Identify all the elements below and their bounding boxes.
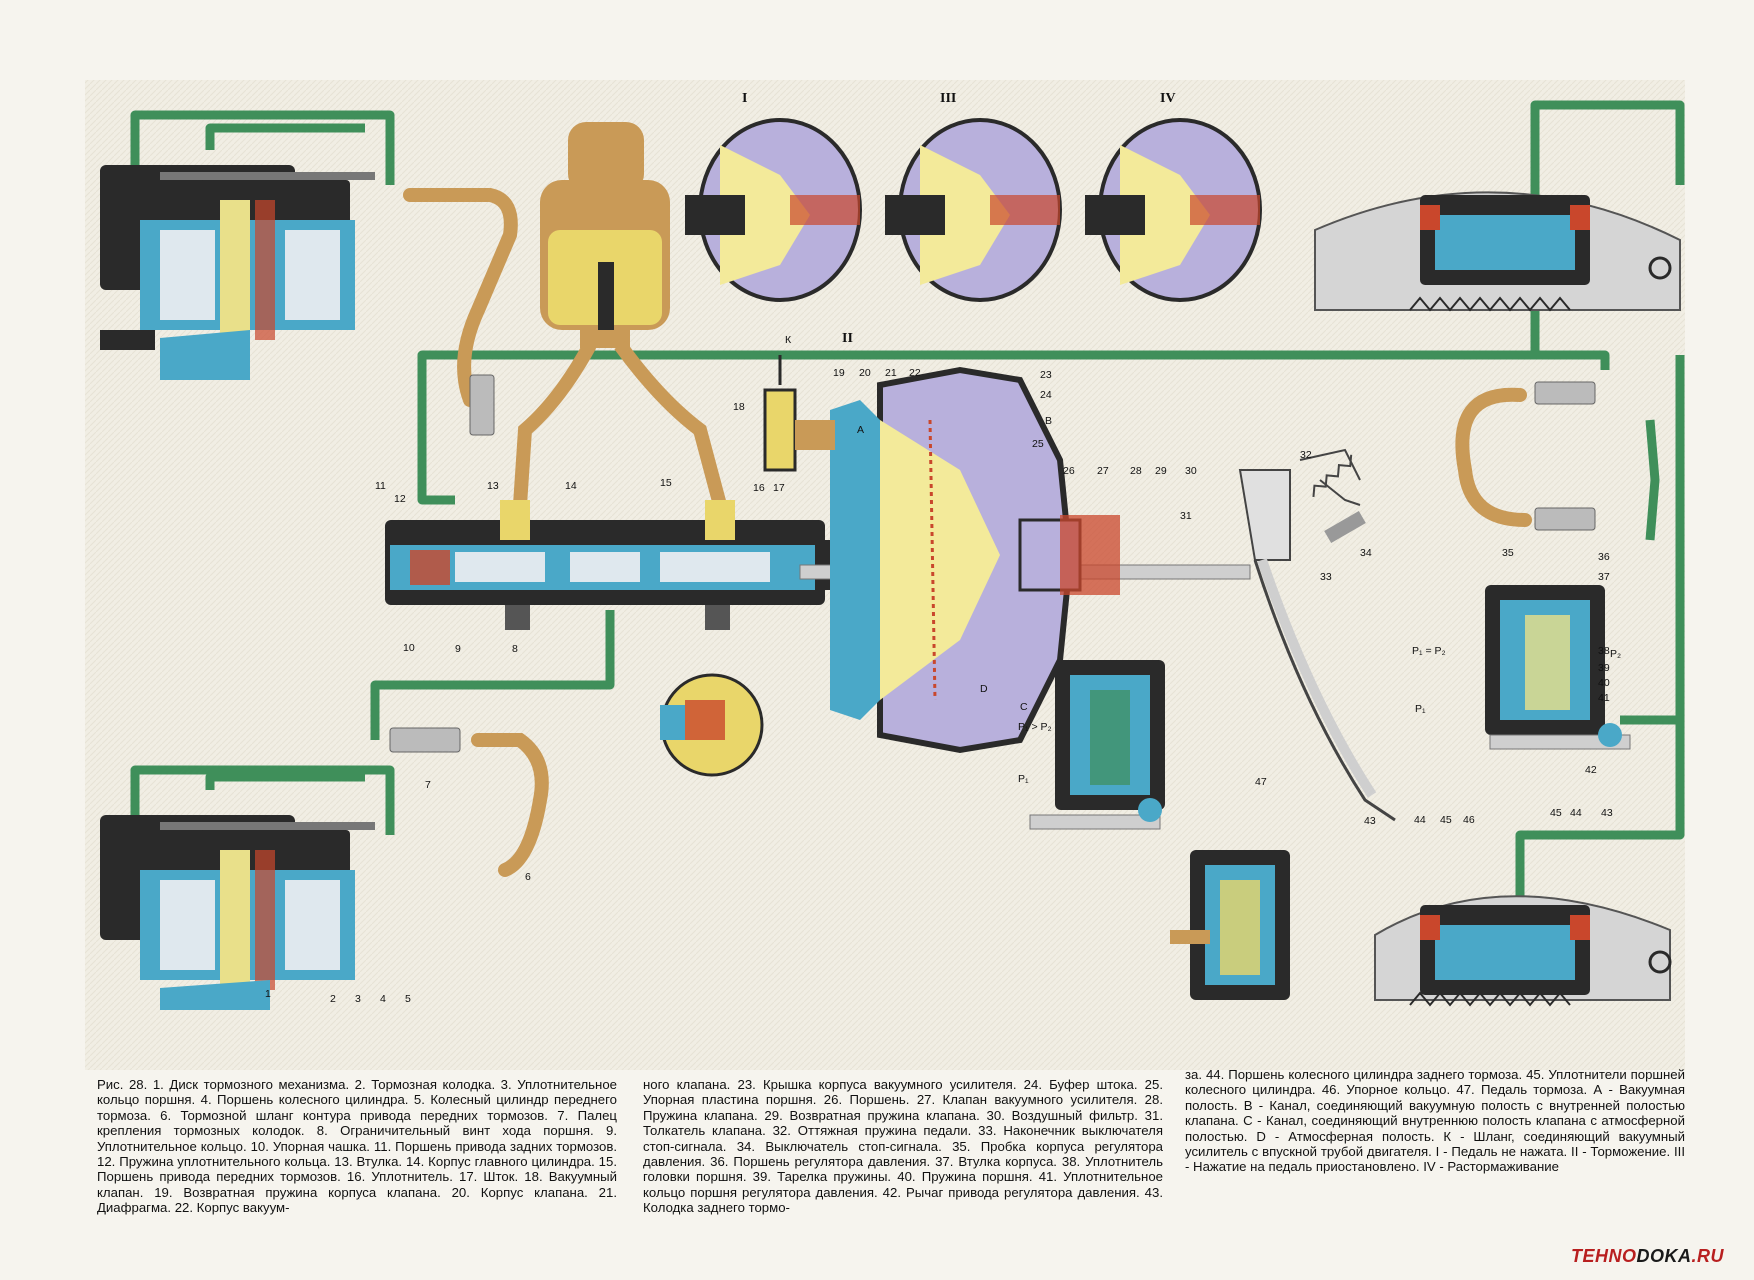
brake-pedal — [1238, 448, 1396, 822]
brake-pipes — [130, 100, 1685, 955]
rear-wheel-cylinder-top — [1314, 191, 1681, 312]
caption-column-3: за. 44. Поршень колесного цилиндра задне… — [1185, 1067, 1685, 1175]
callout-32: 32 — [1300, 449, 1312, 461]
letter-A: A — [857, 424, 864, 436]
callout-35: 35 — [1502, 547, 1514, 559]
callout-21: 21 — [885, 367, 897, 379]
callout-23: 23 — [1040, 369, 1052, 381]
letter-B: B — [1045, 415, 1052, 427]
callout-39: 39 — [1598, 662, 1610, 674]
callout-45-right: 45 — [1550, 807, 1562, 819]
roman-label-I: I — [742, 91, 747, 106]
rear-wheel-cylinder-bottom — [1374, 895, 1672, 1007]
brake-hoses — [403, 188, 1532, 877]
callout-37: 37 — [1598, 571, 1610, 583]
callout-11: 11 — [375, 480, 386, 492]
callout-16: 16 — [753, 482, 765, 494]
watermark-part-3: .RU — [1691, 1246, 1724, 1266]
letter-K: К — [785, 334, 792, 346]
caption-column-2: ного клапана. 23. Крышка корпуса вакуумн… — [643, 1077, 1163, 1216]
callout-44-left: 44 — [1414, 814, 1426, 826]
roman-label-IV: IV — [1160, 91, 1176, 106]
callout-42: 42 — [1585, 764, 1597, 776]
callout-19: 19 — [833, 367, 845, 379]
callout-4: 4 — [380, 993, 386, 1005]
callout-6: 6 — [525, 871, 531, 883]
callout-34: 34 — [1360, 547, 1372, 559]
letter-D: D — [980, 683, 988, 695]
callout-28: 28 — [1130, 465, 1142, 477]
letter-labels: A B C D К — [785, 334, 1052, 713]
callout-20: 20 — [859, 367, 871, 379]
pressure-regulator — [1485, 585, 1631, 750]
booster-mode-insets — [685, 118, 1262, 302]
callout-5: 5 — [405, 993, 411, 1005]
callout-24: 24 — [1040, 389, 1052, 401]
pressure-p1-inset: P₁ — [1018, 773, 1029, 785]
pressure-regulator-inset-release — [1170, 850, 1290, 1000]
roman-label-III: III — [940, 91, 956, 106]
watermark-part-1: TEHNO — [1571, 1246, 1637, 1266]
callout-14: 14 — [565, 480, 577, 492]
callout-13: 13 — [487, 480, 499, 492]
callout-31: 31 — [1180, 510, 1192, 522]
callout-12: 12 — [394, 493, 406, 505]
callout-7: 7 — [425, 779, 431, 791]
seal-detail-inset — [660, 673, 764, 777]
watermark-part-2: DOKA — [1636, 1246, 1692, 1266]
callout-3: 3 — [355, 993, 361, 1005]
roman-labels: I III IV II — [742, 91, 1176, 346]
callout-43-left: 43 — [1364, 815, 1376, 827]
callout-25: 25 — [1032, 438, 1044, 450]
callout-18: 18 — [733, 401, 745, 413]
callout-40: 40 — [1598, 677, 1610, 689]
letter-C: C — [1020, 701, 1028, 713]
callout-22: 22 — [909, 367, 921, 379]
callout-44-right: 44 — [1570, 807, 1582, 819]
callout-8: 8 — [512, 643, 518, 655]
roman-label-II: II — [842, 331, 853, 346]
front-brake-caliper-top — [100, 165, 375, 380]
vacuum-booster — [830, 366, 1120, 754]
vacuum-valve — [763, 355, 835, 472]
caption-column-1: Рис. 28. 1. Диск тормозного механизма. 2… — [97, 1077, 617, 1216]
callout-36: 36 — [1598, 551, 1610, 563]
hose-fittings — [389, 374, 1596, 753]
pressure-p1-eq-p2: P₁ = P₂ — [1412, 645, 1446, 657]
callout-43-right: 43 — [1601, 807, 1613, 819]
callout-26: 26 — [1063, 465, 1075, 477]
callout-38: 38 — [1598, 645, 1610, 657]
callout-2: 2 — [330, 993, 336, 1005]
callout-47: 47 — [1255, 776, 1267, 788]
callout-17: 17 — [773, 482, 785, 494]
callout-30: 30 — [1185, 465, 1197, 477]
pressure-p1-left: P₁ — [1415, 703, 1426, 715]
callout-41: 41 — [1598, 692, 1610, 704]
front-brake-caliper-bottom — [100, 815, 375, 1010]
pressure-p1-gt-p2: P₁ > P₂ — [1018, 721, 1052, 733]
brake-fluid-reservoir — [513, 122, 727, 507]
callout-29: 29 — [1155, 465, 1167, 477]
callout-46: 46 — [1463, 814, 1475, 826]
numbered-callouts: 1 2 3 4 5 6 7 8 9 10 11 12 13 14 15 16 1… — [265, 367, 1613, 1005]
site-watermark: TEHNODOKA.RU — [1571, 1246, 1724, 1267]
stop-signal-switch — [1312, 454, 1366, 544]
callout-33: 33 — [1320, 571, 1332, 583]
callout-9: 9 — [455, 643, 461, 655]
callout-15: 15 — [660, 477, 672, 489]
pressure-regulator-inset-braking — [1029, 660, 1165, 830]
pressure-p2-right: P₂ — [1610, 648, 1621, 660]
callout-1: 1 — [265, 988, 271, 1000]
pressure-labels: P₁ = P₂ P₁ > P₂ P₂ P₁ P₁ — [1018, 645, 1621, 785]
callout-45-left: 45 — [1440, 814, 1452, 826]
callout-10: 10 — [403, 642, 415, 654]
callout-27: 27 — [1097, 465, 1109, 477]
